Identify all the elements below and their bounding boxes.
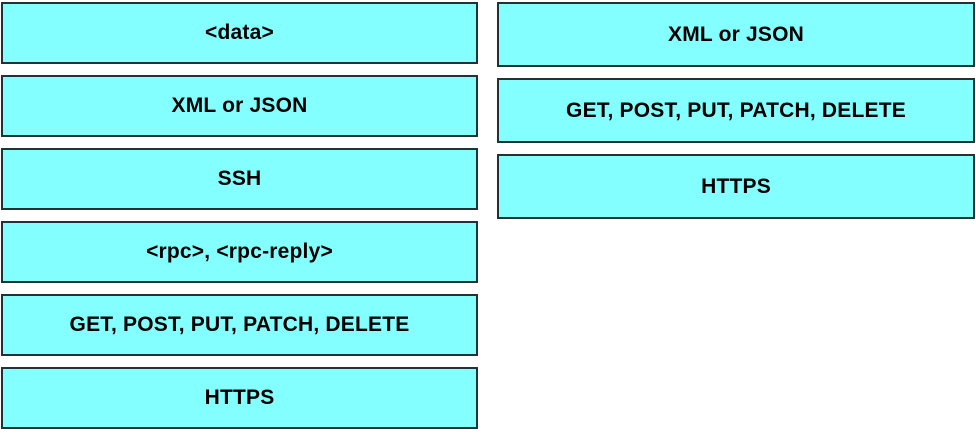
drag-item-http-verbs-right[interactable]: GET, POST, PUT, PATCH, DELETE bbox=[497, 78, 975, 143]
drag-item-label: GET, POST, PUT, PATCH, DELETE bbox=[69, 313, 410, 336]
drag-item-label: XML or JSON bbox=[171, 94, 308, 117]
drag-item-ssh[interactable]: SSH bbox=[1, 148, 478, 210]
drag-item-rpc-rpc-reply[interactable]: <rpc>, <rpc-reply> bbox=[1, 221, 478, 283]
drag-item-label: HTTPS bbox=[204, 386, 275, 409]
drag-item-label: GET, POST, PUT, PATCH, DELETE bbox=[566, 98, 906, 122]
drag-item-label: <data> bbox=[205, 21, 274, 44]
left-column: <data> XML or JSON SSH <rpc>, <rpc-reply… bbox=[1, 2, 478, 429]
drag-item-https-right[interactable]: HTTPS bbox=[497, 154, 975, 219]
right-column: XML or JSON GET, POST, PUT, PATCH, DELET… bbox=[497, 2, 975, 219]
drag-item-label: <rpc>, <rpc-reply> bbox=[146, 240, 333, 263]
drag-item-label: HTTPS bbox=[701, 174, 771, 198]
drag-item-label: XML or JSON bbox=[667, 22, 804, 46]
drag-item-label: SSH bbox=[217, 167, 262, 190]
drag-item-xml-or-json-right[interactable]: XML or JSON bbox=[497, 2, 975, 67]
drag-item-data[interactable]: <data> bbox=[1, 2, 478, 64]
drag-item-https-left[interactable]: HTTPS bbox=[1, 367, 478, 429]
drag-item-xml-or-json-left[interactable]: XML or JSON bbox=[1, 75, 478, 137]
drag-item-http-verbs-left[interactable]: GET, POST, PUT, PATCH, DELETE bbox=[1, 294, 478, 356]
